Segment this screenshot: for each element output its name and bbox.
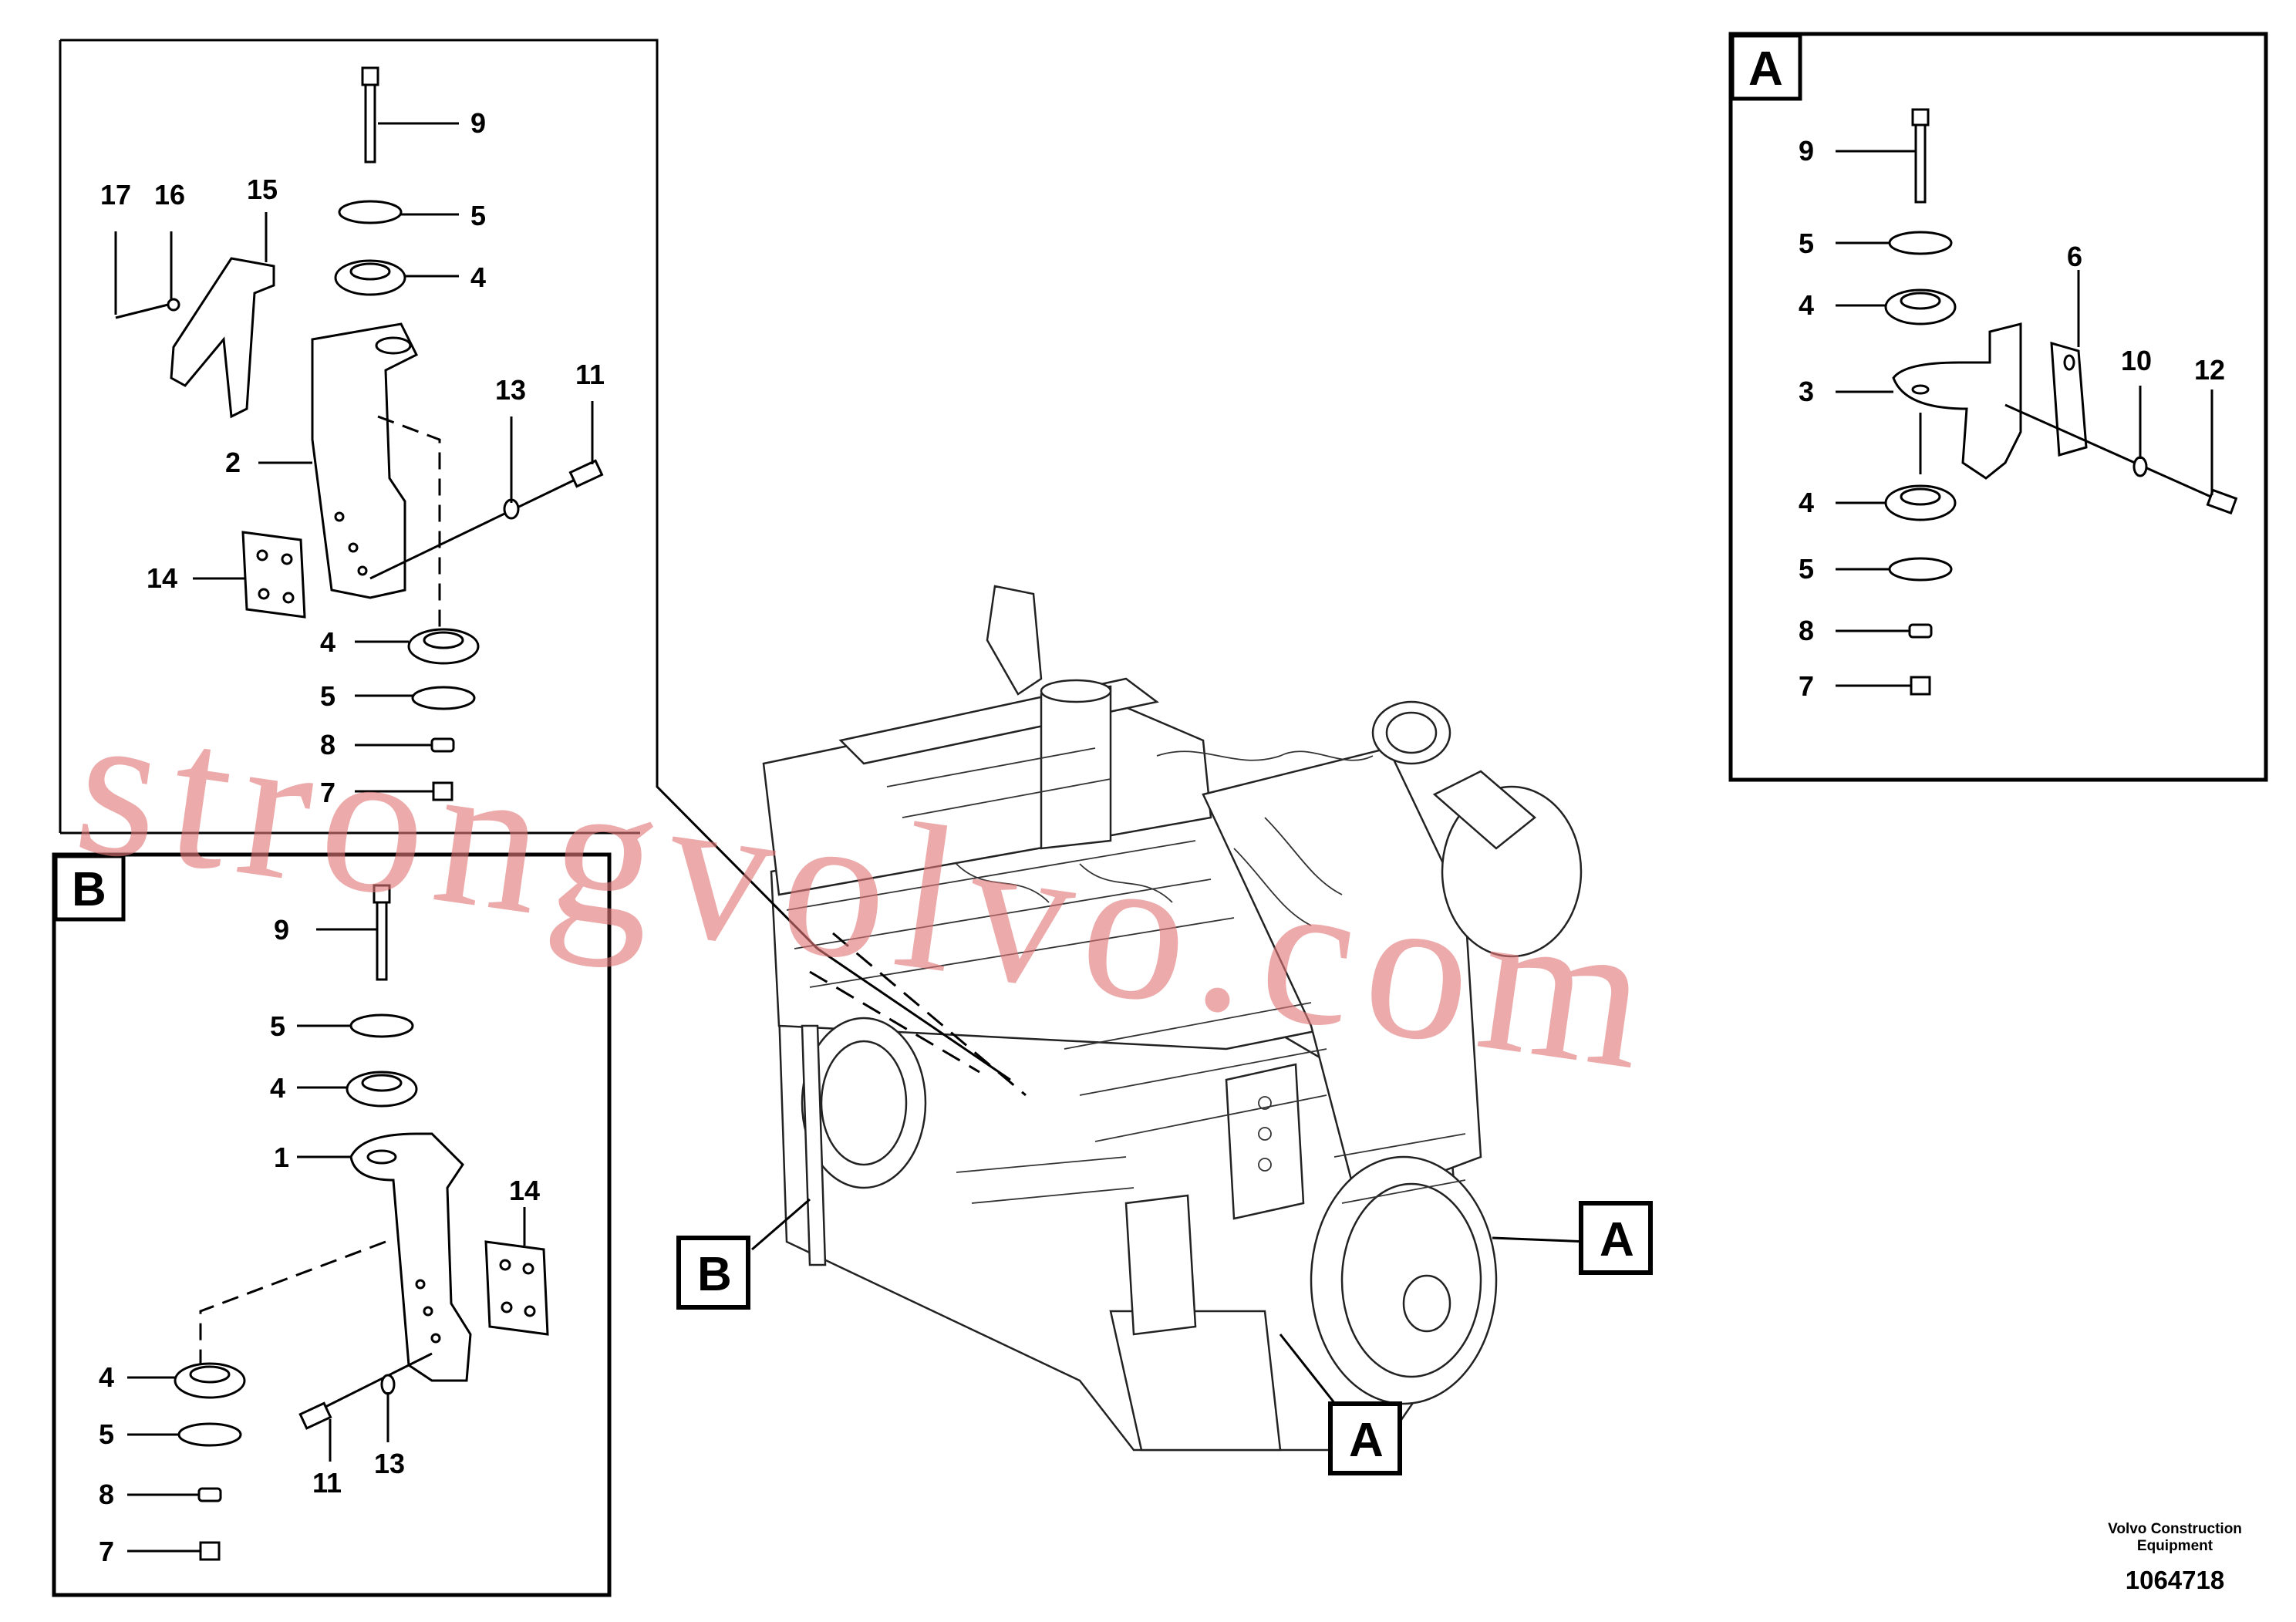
brand-line-2: Equipment [2137, 1538, 2213, 1554]
callout-4: 4 [470, 261, 486, 293]
view-marker-b: B [697, 1248, 732, 1301]
callout-17: 17 [100, 179, 131, 211]
callout-5: 5 [1799, 553, 1814, 585]
callout-5: 5 [270, 1010, 285, 1042]
footer: Volvo Construction Equipment 1064718 [2108, 1521, 2242, 1594]
callout-11: 11 [312, 1467, 342, 1499]
callout-8: 8 [99, 1479, 114, 1510]
panel-a-label: A [1748, 42, 1783, 96]
callout-12: 12 [2194, 354, 2225, 386]
engine-illustration [762, 585, 1583, 1452]
callout-14: 14 [147, 562, 177, 594]
callout-4: 4 [1799, 289, 1814, 321]
view-marker-a-right: A [1600, 1213, 1634, 1266]
callout-13: 13 [374, 1448, 405, 1479]
view-markers: A B A [676, 1198, 1653, 1475]
callout-7: 7 [99, 1536, 114, 1567]
callout-11: 11 [575, 359, 605, 390]
detail-panel-a: A [1728, 32, 2268, 782]
callout-9: 9 [1799, 135, 1814, 167]
callout-14: 14 [509, 1175, 540, 1206]
callout-3: 3 [1799, 376, 1814, 407]
callout-10: 10 [2121, 345, 2152, 376]
callout-7: 7 [320, 777, 335, 808]
callout-16: 16 [154, 179, 185, 211]
callout-2: 2 [225, 447, 241, 478]
callout-4: 4 [270, 1072, 285, 1104]
callout-5: 5 [99, 1418, 114, 1450]
callout-5: 5 [470, 200, 486, 231]
callout-15: 15 [247, 174, 278, 205]
callout-5: 5 [320, 680, 335, 712]
callout-4: 4 [1799, 487, 1814, 518]
callout-9: 9 [274, 914, 289, 946]
callout-8: 8 [1799, 615, 1814, 646]
brand-line-1: Volvo Construction [2108, 1521, 2242, 1537]
panel-b-label: B [72, 863, 106, 916]
detail-panel-top-left: 9 5 4 17 16 15 13 11 2 14 4 5 8 7 [59, 39, 1027, 1097]
callout-8: 8 [320, 729, 335, 760]
callout-7: 7 [1799, 670, 1814, 702]
part-number: 1064718 [2126, 1566, 2224, 1594]
callout-5: 5 [1799, 228, 1814, 259]
callout-13: 13 [495, 374, 526, 406]
callout-4: 4 [99, 1361, 114, 1393]
detail-panel-b: B [52, 852, 612, 1597]
callout-4: 4 [320, 626, 335, 658]
view-marker-a-lower: A [1349, 1414, 1384, 1467]
callout-6: 6 [2067, 241, 2082, 272]
callout-9: 9 [470, 107, 486, 139]
callout-1: 1 [274, 1141, 289, 1173]
